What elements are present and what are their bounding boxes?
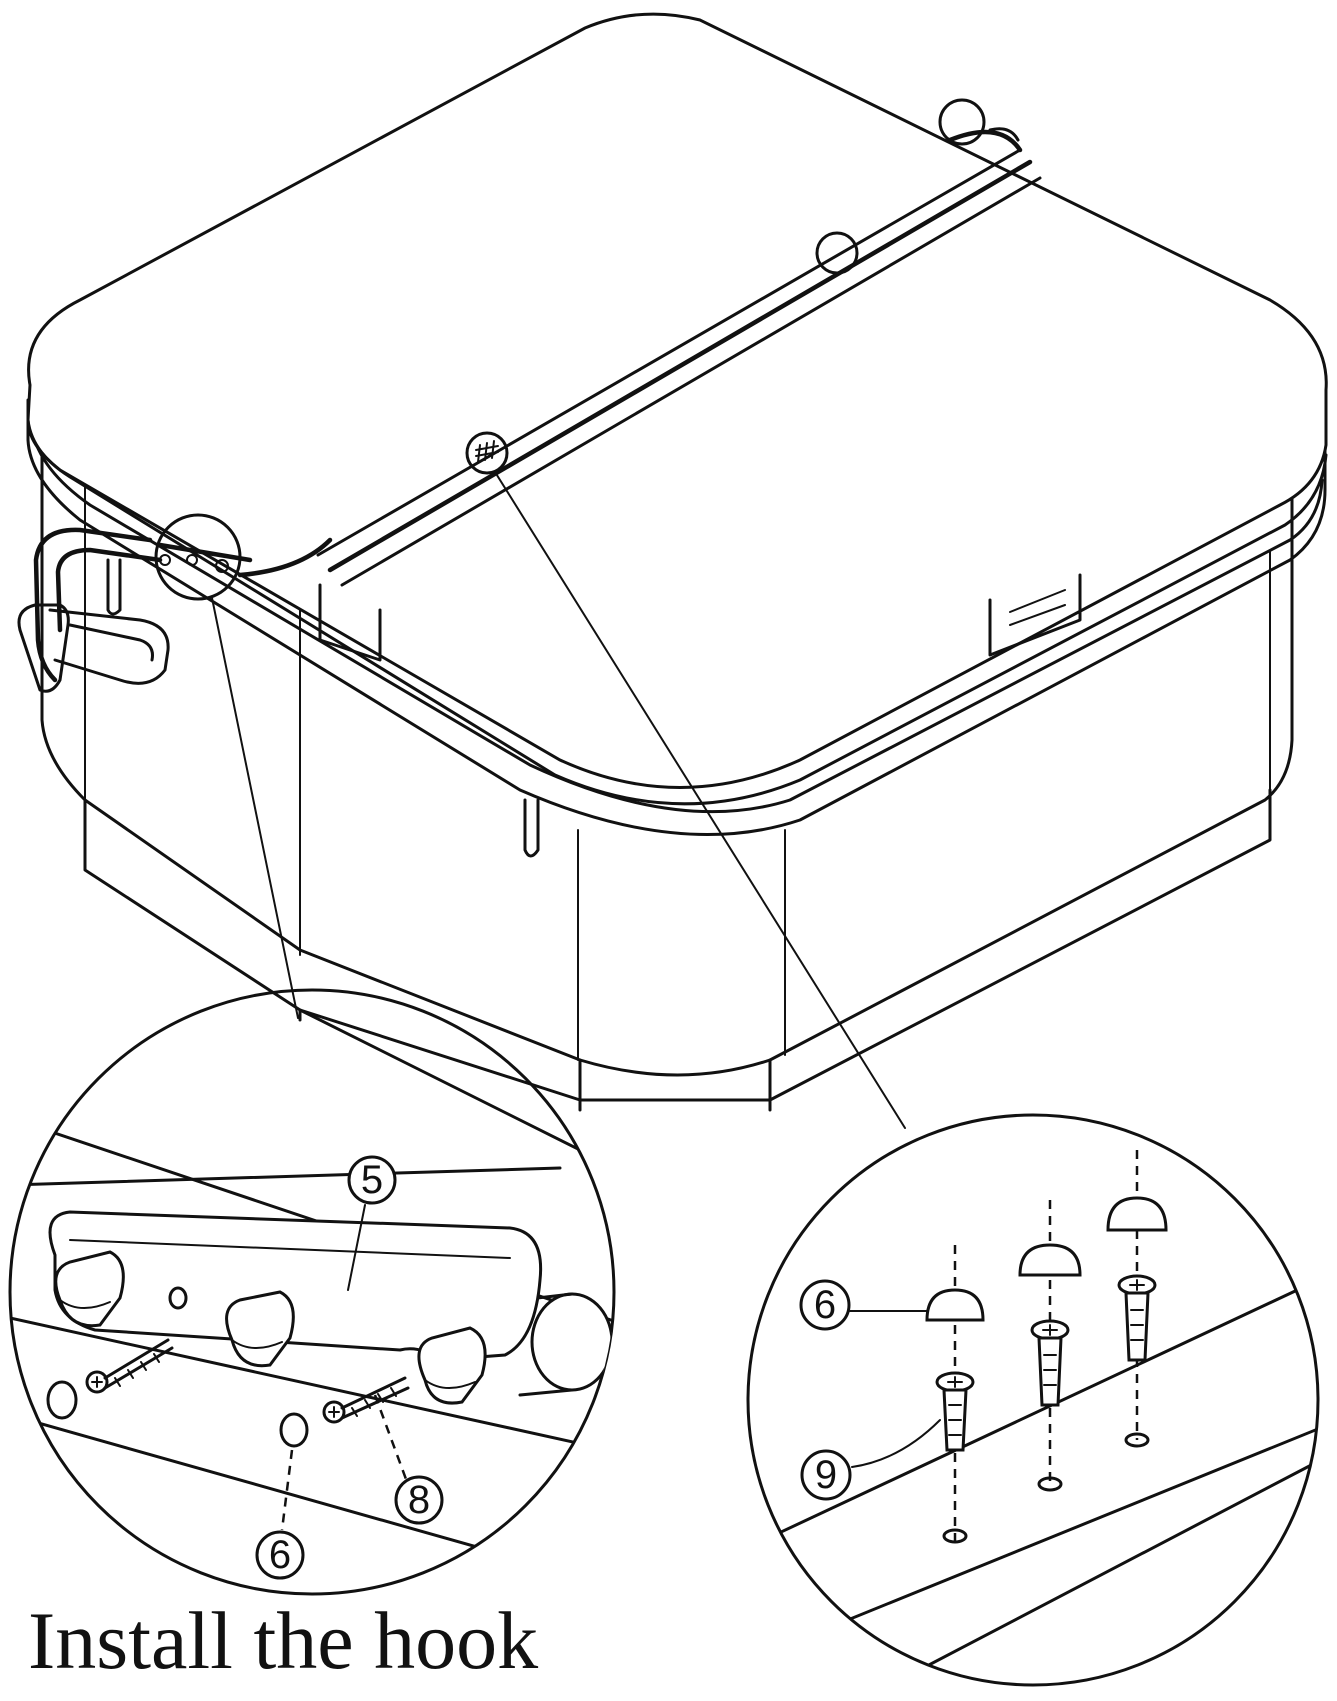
screw-cap-icon [1106, 1196, 1168, 1232]
screw-icon [85, 1338, 174, 1394]
tub-rim [26, 398, 1327, 836]
cover-strap-right [988, 573, 1082, 657]
cover-strap-side [318, 583, 382, 662]
leader-line-left [211, 597, 299, 1019]
cover-strap-left [106, 558, 122, 616]
handle-bracket [48, 1210, 543, 1362]
cabinet-walls [40, 448, 1294, 1077]
bracket-knob [417, 1326, 487, 1405]
spa-tub-illustration [17, 12, 1328, 1112]
detail-view-anchors: 6 9 [746, 1113, 1320, 1687]
diagram-caption: Install the hook [28, 1595, 539, 1686]
wall-anchor-icon [1030, 1319, 1070, 1407]
cover-lid [26, 12, 1328, 789]
detail-view-handle: 5 8 6 [8, 988, 616, 1596]
detail-marker-anchors [465, 431, 509, 475]
cover-fold-seam [327, 159, 1033, 573]
callout-6-right: 6 [814, 1283, 836, 1327]
lift-handle-icon [17, 127, 1023, 693]
screw-cap-icon [46, 1380, 78, 1420]
screw-cap-icon [279, 1412, 309, 1448]
base-skirt [83, 788, 1272, 1102]
callout-6-left: 6 [269, 1533, 291, 1577]
callout-5: 5 [361, 1158, 383, 1202]
leader-line-right [494, 471, 906, 1129]
detail-marker-corner [938, 98, 986, 146]
wall-anchor-icon [1117, 1274, 1157, 1362]
screw-icon [322, 1376, 410, 1424]
callout-9: 9 [815, 1453, 837, 1497]
cover-strap-front [523, 798, 540, 858]
detail-marker-top [815, 231, 859, 275]
bracket-knob [54, 1250, 125, 1328]
callout-8: 8 [408, 1478, 430, 1522]
detail-marker-handle [154, 513, 242, 601]
bracket-knob [225, 1290, 295, 1368]
screw-cap-icon [1018, 1243, 1082, 1277]
screw-cap-icon [925, 1288, 985, 1322]
wall-anchor-icon [935, 1371, 975, 1452]
